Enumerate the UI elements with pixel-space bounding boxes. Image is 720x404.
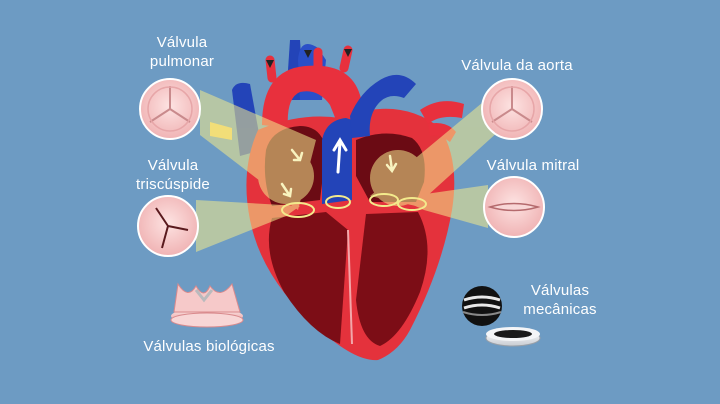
flow-arrow-aorta-icon	[332, 137, 348, 174]
valve-pulmonar-closeup	[139, 78, 201, 140]
label-valvula-tricuspide-line1: Válvula	[147, 157, 199, 174]
beam-tricuspide	[196, 200, 300, 252]
label-valvula-pulmonar-line1: Válvula	[156, 34, 208, 51]
mitral-leaflet-icon	[487, 202, 541, 212]
aortic-arch-icon	[262, 65, 368, 130]
highlight-beams	[196, 88, 500, 252]
label-valvula-pulmonar: Válvula pulmonar	[122, 33, 242, 71]
mechanical-valve-icon	[462, 286, 541, 347]
pulmonary-trunk-icon	[322, 118, 352, 204]
label-valvulas-mecanicas: Válvulas mecânicas	[510, 281, 610, 319]
beam-glow-left	[258, 148, 314, 204]
beam-mitral	[398, 185, 488, 228]
valve-aorta-closeup	[481, 78, 543, 140]
pulmonar-leaflet-icon	[149, 86, 191, 123]
valve-tricuspide-closeup	[137, 195, 199, 257]
flow-arrow-top-icon	[266, 49, 352, 68]
pulmonary-ring-icon	[325, 195, 351, 209]
aorta-arch-blue-icon	[350, 74, 416, 138]
beam-glow-right	[370, 150, 426, 206]
pulmonary-vein-right-icon	[420, 101, 464, 124]
label-valvula-tricuspide: Válvula triscúspide	[118, 156, 228, 194]
label-valvulas-mecanicas-line2: mecânicas	[523, 301, 597, 318]
valve-mitral-closeup	[483, 176, 545, 238]
label-valvula-mitral: Válvula mitral	[486, 157, 580, 174]
bioprosthetic-valve-icon	[170, 282, 244, 328]
label-valvula-tricuspide-line2: triscúspide	[136, 176, 210, 193]
label-valvulas-mecanicas-line1: Válvulas	[530, 282, 590, 299]
label-valvulas-biologicas: Válvulas biológicas	[143, 338, 275, 355]
label-valvula-pulmonar-line2: pulmonar	[149, 53, 215, 70]
tricuspide-leaflet-icon	[155, 207, 189, 249]
aorta-leaflet-icon	[491, 86, 533, 123]
left-ventricle-icon	[356, 212, 428, 346]
septum-icon	[347, 229, 353, 345]
label-valvula-aorta: Válvula da aorta	[461, 57, 573, 74]
right-ventricle-icon	[268, 212, 348, 344]
